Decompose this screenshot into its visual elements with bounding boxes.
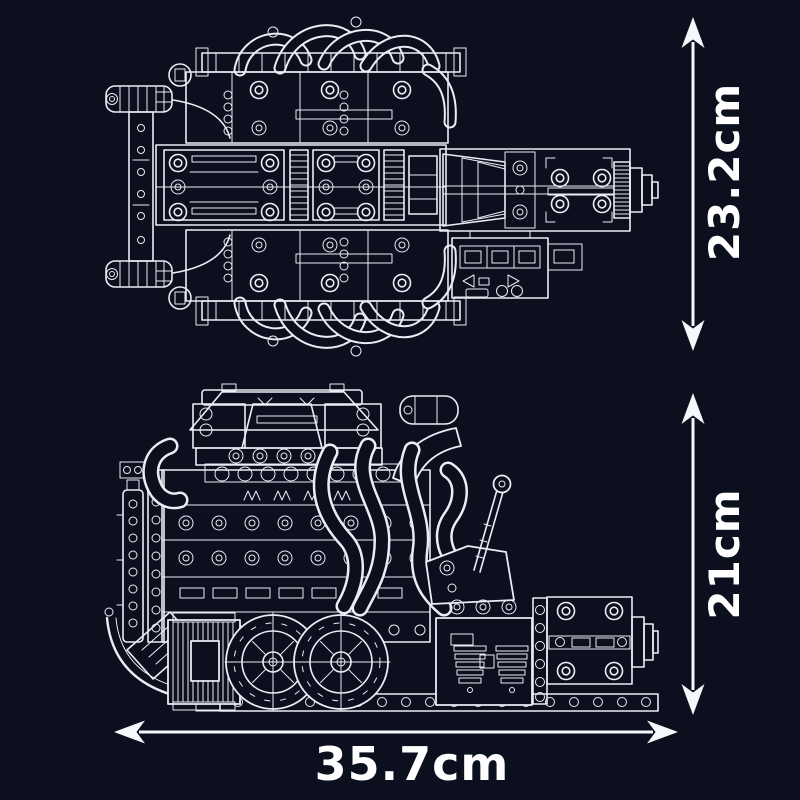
gearbox-side-view xyxy=(450,596,659,705)
overall-width-dimension-arrow xyxy=(114,720,678,744)
arrow-down-icon xyxy=(681,320,705,351)
arrow-down-icon xyxy=(681,684,705,715)
arrow-up-icon xyxy=(681,17,705,48)
radiator-assembly-top-view xyxy=(105,63,231,310)
arrow-up-icon xyxy=(681,393,705,424)
arrow-left-icon xyxy=(114,720,145,744)
dimension-label-side-height: 21cm xyxy=(699,488,749,620)
engine-top-view-drawing xyxy=(105,16,659,356)
exhaust-pipes-side-view xyxy=(151,437,462,608)
side-height-dimension-arrow xyxy=(681,393,705,715)
transmission-top-view xyxy=(439,148,659,232)
dimension-label-overall-width: 35.7cm xyxy=(314,737,510,791)
top-height-dimension-arrow xyxy=(681,17,705,351)
engine-side-view-drawing xyxy=(104,383,659,712)
vent-panel-side-view xyxy=(435,617,533,706)
cylinder-bank-top-view xyxy=(185,16,467,144)
control-box-top-view xyxy=(451,230,583,299)
arrow-right-icon xyxy=(647,720,678,744)
dimension-arrows xyxy=(114,17,705,744)
dimension-label-top-height: 23.2cm xyxy=(699,82,749,262)
flywheel-pulleys-side-view xyxy=(224,612,391,712)
crankcase-top-view xyxy=(155,144,447,226)
gear-lever-side-view xyxy=(425,474,517,615)
valve-cover-side-view xyxy=(189,383,383,466)
